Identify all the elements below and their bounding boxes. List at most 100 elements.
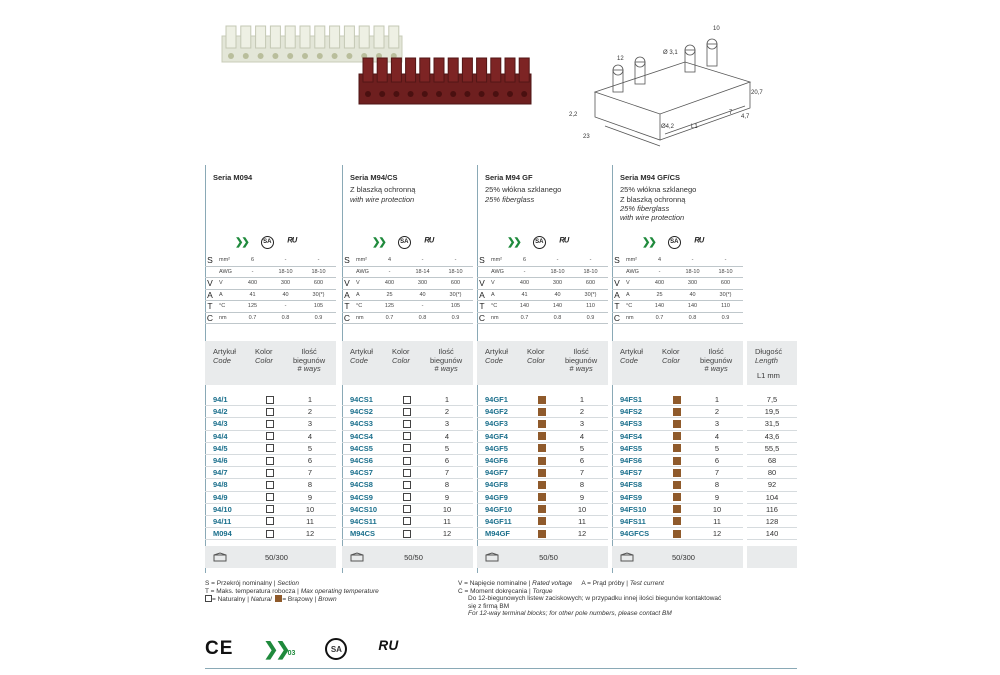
spec-row: A A 41 40 30(*) [205,290,336,301]
length-value: 104 [747,492,797,504]
ways-value: 4 [307,431,313,441]
table-row: M094 12 [205,528,336,541]
ways-value: 12 [577,529,587,539]
length-value: 43,6 [747,431,797,443]
color-swatch [266,529,274,538]
table-row: 94CS3 3 [342,418,473,431]
table-row: 94CS1 1 [342,394,473,407]
spec-value: 0.8 [418,314,427,321]
ways-value: 10 [305,504,315,514]
table-row: 94CS4 4 [342,431,473,443]
ways-value: 7 [579,468,585,478]
color-swatch [403,529,411,538]
spec-value: 40 [689,291,696,298]
color-swatch-cell [662,432,692,441]
color-swatch [673,529,681,538]
table-row: 94FS2 2 [612,406,743,419]
product-code: 94CS5 [350,443,373,453]
spec-value: 0.7 [520,314,529,321]
spec-value: 40 [419,291,426,298]
legend-right: V = Napięcie nominalne | Rated voltage A… [458,580,722,618]
ul-icon: ᴿᵁ [693,236,704,248]
product-code: 94FS4 [620,431,643,441]
color-swatch-cell [527,517,557,526]
color-swatch-cell [392,468,422,477]
color-swatch-cell [527,493,557,502]
spec-value: 41 [249,291,256,298]
table-row: 94/5 5 [205,443,336,455]
series-title: Seria M94 GF/CS [620,173,681,182]
packaging-qty: 50/50 [404,552,423,562]
series-certs: ❯❯ SA ᴿᵁ [235,231,335,253]
spec-value: 18-10 [311,268,326,275]
dim-screw: Ø4,2 [661,124,675,130]
spec-row: T °C 140 140 110 [612,301,743,313]
length-value: 140 [747,528,797,541]
csa-icon: SA [260,235,274,249]
spec-row: T °C 125 - 105 [205,301,336,313]
spec-row: V V 400 300 600 [612,278,743,290]
natural-swatch [205,595,212,603]
product-code: 94FS9 [620,492,643,502]
spec-value: 105 [313,303,324,310]
color-swatch [673,493,681,502]
color-swatch-cell [392,480,422,489]
series-title: Seria M094 [213,173,253,182]
product-code: M94CS [350,529,376,539]
spec-value: - [589,257,592,264]
series-desc: Z blaszką ochronną [350,185,416,195]
product-code: 94FS5 [620,443,643,453]
ways-value: 6 [579,456,585,466]
length-value: 92 [747,479,797,492]
product-rows: 94GF1 1 94GF2 2 94GF3 3 94GF4 4 94GF5 5 … [477,394,608,541]
spec-row: C nm 0.7 0.8 0.9 [205,313,336,324]
product-code: 94FS10 [620,504,647,514]
series-title: Seria M94 GF [485,173,533,182]
spec-unit: nm [356,314,364,321]
ways-value: 4 [444,431,450,441]
spec-value: 0.7 [385,314,394,321]
table-row: 94FS10 10 [612,504,743,516]
csa-icon: SA [667,235,681,249]
length-value: 128 [747,516,797,529]
color-swatch-cell [255,493,285,502]
color-swatch [538,395,546,404]
spec-row: S mm² 6 - - [205,255,336,267]
spec-value: 600 [450,280,461,287]
product-code: 94GF11 [485,516,512,526]
table-row: 94FS3 3 [612,418,743,431]
spec-row: C nm 0.7 0.8 0.9 [612,313,743,324]
spec-value: 18-10 [550,268,565,275]
color-swatch-cell [662,529,692,538]
spec-unit: mm² [219,257,230,264]
table-row: 94GF1 1 [477,394,608,407]
table-row: 94CS9 9 [342,492,473,504]
dim-10: 10 [713,26,720,32]
color-swatch-cell [527,444,557,453]
spec-unit: V [219,280,223,287]
product-code: 94/6 [213,456,228,466]
ways-value: 5 [579,443,585,453]
table-row: 94FS5 5 [612,443,743,455]
spec-unit: nm [491,314,499,321]
spec-value: 0.8 [281,314,290,321]
color-swatch-cell [662,480,692,489]
imq-icon: ❯❯ [642,236,657,248]
spec-value: 300 [417,280,428,287]
ul-logo: ᴿᵁ [377,637,398,660]
spec-row: A A 25 40 30(*) [342,290,473,301]
spec-letter: V [344,278,350,289]
product-code: 94CS10 [350,504,378,514]
color-swatch [266,432,274,441]
series-desc-en: with wire protection [350,194,415,204]
spec-value: 110 [586,303,595,310]
packaging-row: 50/50 [477,546,608,568]
length-value: 80 [747,467,797,480]
color-swatch-cell [255,419,285,428]
packaging-row: 50/50 [342,546,473,568]
product-code: 94FS11 [620,516,646,526]
table-row: 94GF10 10 [477,504,608,516]
color-swatch [266,480,274,489]
